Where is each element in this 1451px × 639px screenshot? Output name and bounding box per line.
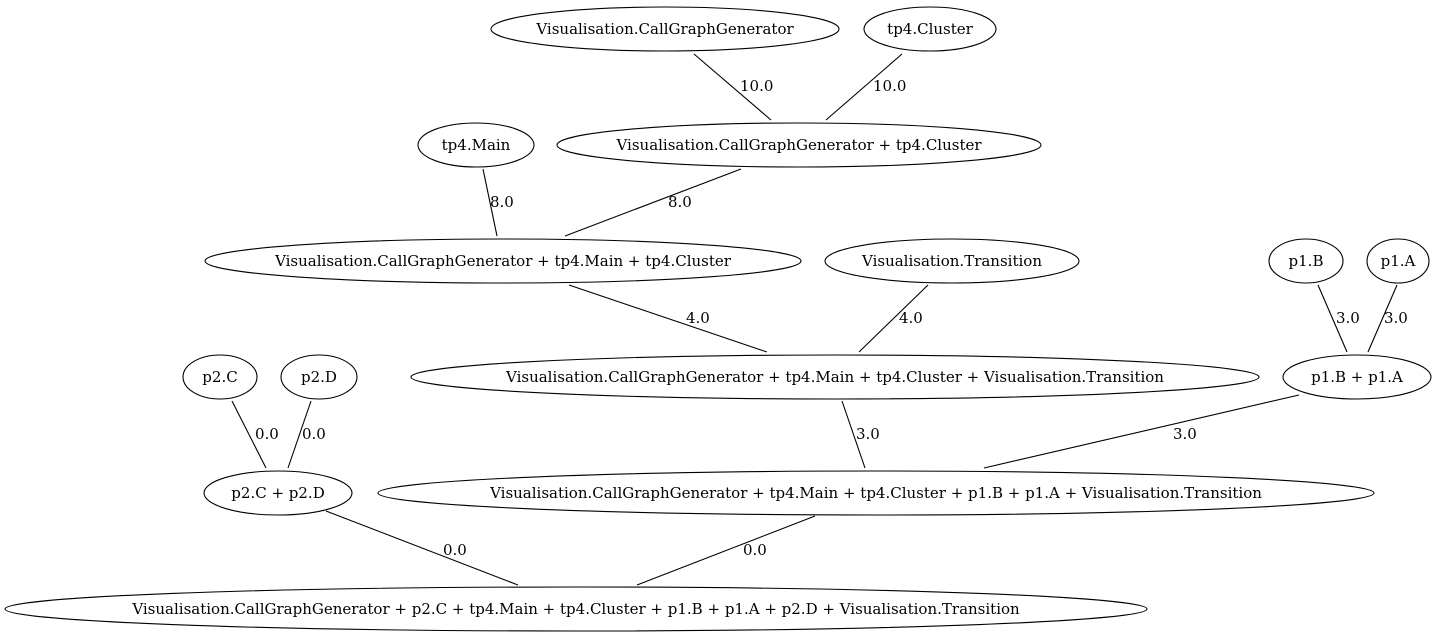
edge-n9-n14: [231, 400, 267, 469]
node-label: tp4.Main: [442, 136, 511, 154]
edge-n3-n5: [564, 168, 742, 237]
node-n7: p1.B: [1268, 238, 1344, 284]
edge-weight-label: 3.0: [856, 425, 880, 443]
node-label: p2.C + p2.D: [231, 484, 324, 502]
node-n2: tp4.Cluster: [863, 6, 997, 52]
edge-n11-n13: [841, 400, 866, 469]
node-n5: Visualisation.CallGraphGenerator + tp4.M…: [204, 238, 802, 284]
node-label: Visualisation.Transition: [861, 252, 1042, 270]
edge-n14-n15: [636, 515, 816, 586]
node-n14: Visualisation.CallGraphGenerator + tp4.M…: [377, 470, 1375, 516]
node-n13: p2.C + p2.D: [203, 470, 353, 516]
edge-n13-n15: [325, 510, 519, 586]
node-label: p1.B: [1289, 252, 1324, 270]
node-ellipse: [280, 354, 358, 400]
edge-n4-n5: [482, 168, 498, 237]
edge-weight-label: 10.0: [873, 77, 906, 95]
edge-weight-label: 3.0: [1173, 425, 1197, 443]
node-ellipse: [1366, 238, 1430, 284]
node-n4: tp4.Main: [417, 122, 535, 168]
node-label: p1.B + p1.A: [1311, 368, 1403, 386]
node-ellipse: [417, 122, 535, 168]
node-ellipse: [824, 238, 1080, 284]
node-n15: Visualisation.CallGraphGenerator + p2.C …: [4, 586, 1148, 632]
edge-weight-label: 10.0: [740, 77, 773, 95]
node-label: Visualisation.CallGraphGenerator + tp4.M…: [505, 368, 1164, 386]
edge-n1-n3: [693, 53, 772, 121]
node-n6: Visualisation.Transition: [824, 238, 1080, 284]
node-ellipse: [490, 6, 840, 52]
node-label: Visualisation.CallGraphGenerator + tp4.M…: [274, 252, 732, 270]
node-ellipse: [1268, 238, 1344, 284]
edge-weight-label: 4.0: [686, 309, 710, 327]
edge-n7-n10: [1317, 284, 1348, 353]
edge-weight-label: 0.0: [443, 541, 467, 559]
node-ellipse: [4, 586, 1148, 632]
node-ellipse: [1282, 354, 1432, 400]
edge-n2-n3: [825, 53, 903, 121]
edge-weight-label: 0.0: [302, 425, 326, 443]
node-ellipse: [377, 470, 1375, 516]
node-ellipse: [863, 6, 997, 52]
edge-n8-n10: [1367, 284, 1398, 353]
edge-weight-label: 8.0: [668, 193, 692, 211]
edge-weight-label: 3.0: [1384, 309, 1408, 327]
node-n1: Visualisation.CallGraphGenerator: [490, 6, 840, 52]
node-label: Visualisation.CallGraphGenerator + tp4.M…: [489, 484, 1262, 502]
node-n10: p1.B + p1.A: [1282, 354, 1432, 400]
node-n8: p1.A: [1366, 238, 1430, 284]
edge-n10-n14: [287, 400, 312, 469]
node-ellipse: [203, 470, 353, 516]
nodes-layer: Visualisation.CallGraphGenerator tp4.Clus…: [4, 6, 1432, 632]
edge-weight-label: 8.0: [490, 193, 514, 211]
node-ellipse: [204, 238, 802, 284]
node-label: p2.C: [202, 368, 237, 386]
edge-n12-n13: [983, 394, 1300, 469]
node-ellipse: [410, 354, 1260, 400]
node-ellipse: [182, 354, 258, 400]
edge-labels-layer: 10.0 10.0 8.0 8.0 4.0 4.0 3.0 3.0 3.0 3.0 0.0 0.0 0.…: [255, 77, 1408, 559]
edges-layer: [231, 53, 1398, 586]
node-label: Visualisation.CallGraphGenerator: [535, 20, 794, 38]
node-ellipse: [556, 122, 1042, 168]
edge-weight-label: 0.0: [743, 541, 767, 559]
edge-weight-label: 0.0: [255, 425, 279, 443]
node-n12: p2.D: [280, 354, 358, 400]
edge-n6-n9: [858, 284, 929, 353]
node-label: p2.D: [301, 368, 337, 386]
node-label: Visualisation.CallGraphGenerator + p2.C …: [131, 600, 1020, 618]
node-n11: p2.C: [182, 354, 258, 400]
node-label: tp4.Cluster: [887, 20, 973, 38]
node-label: p1.A: [1381, 252, 1416, 270]
node-label: Visualisation.CallGraphGenerator + tp4.C…: [615, 136, 982, 154]
node-n3: Visualisation.CallGraphGenerator + tp4.C…: [556, 122, 1042, 168]
edge-weight-label: 4.0: [899, 309, 923, 327]
edge-n5-n9: [568, 284, 768, 353]
edge-weight-label: 3.0: [1336, 309, 1360, 327]
node-n9: Visualisation.CallGraphGenerator + tp4.M…: [410, 354, 1260, 400]
